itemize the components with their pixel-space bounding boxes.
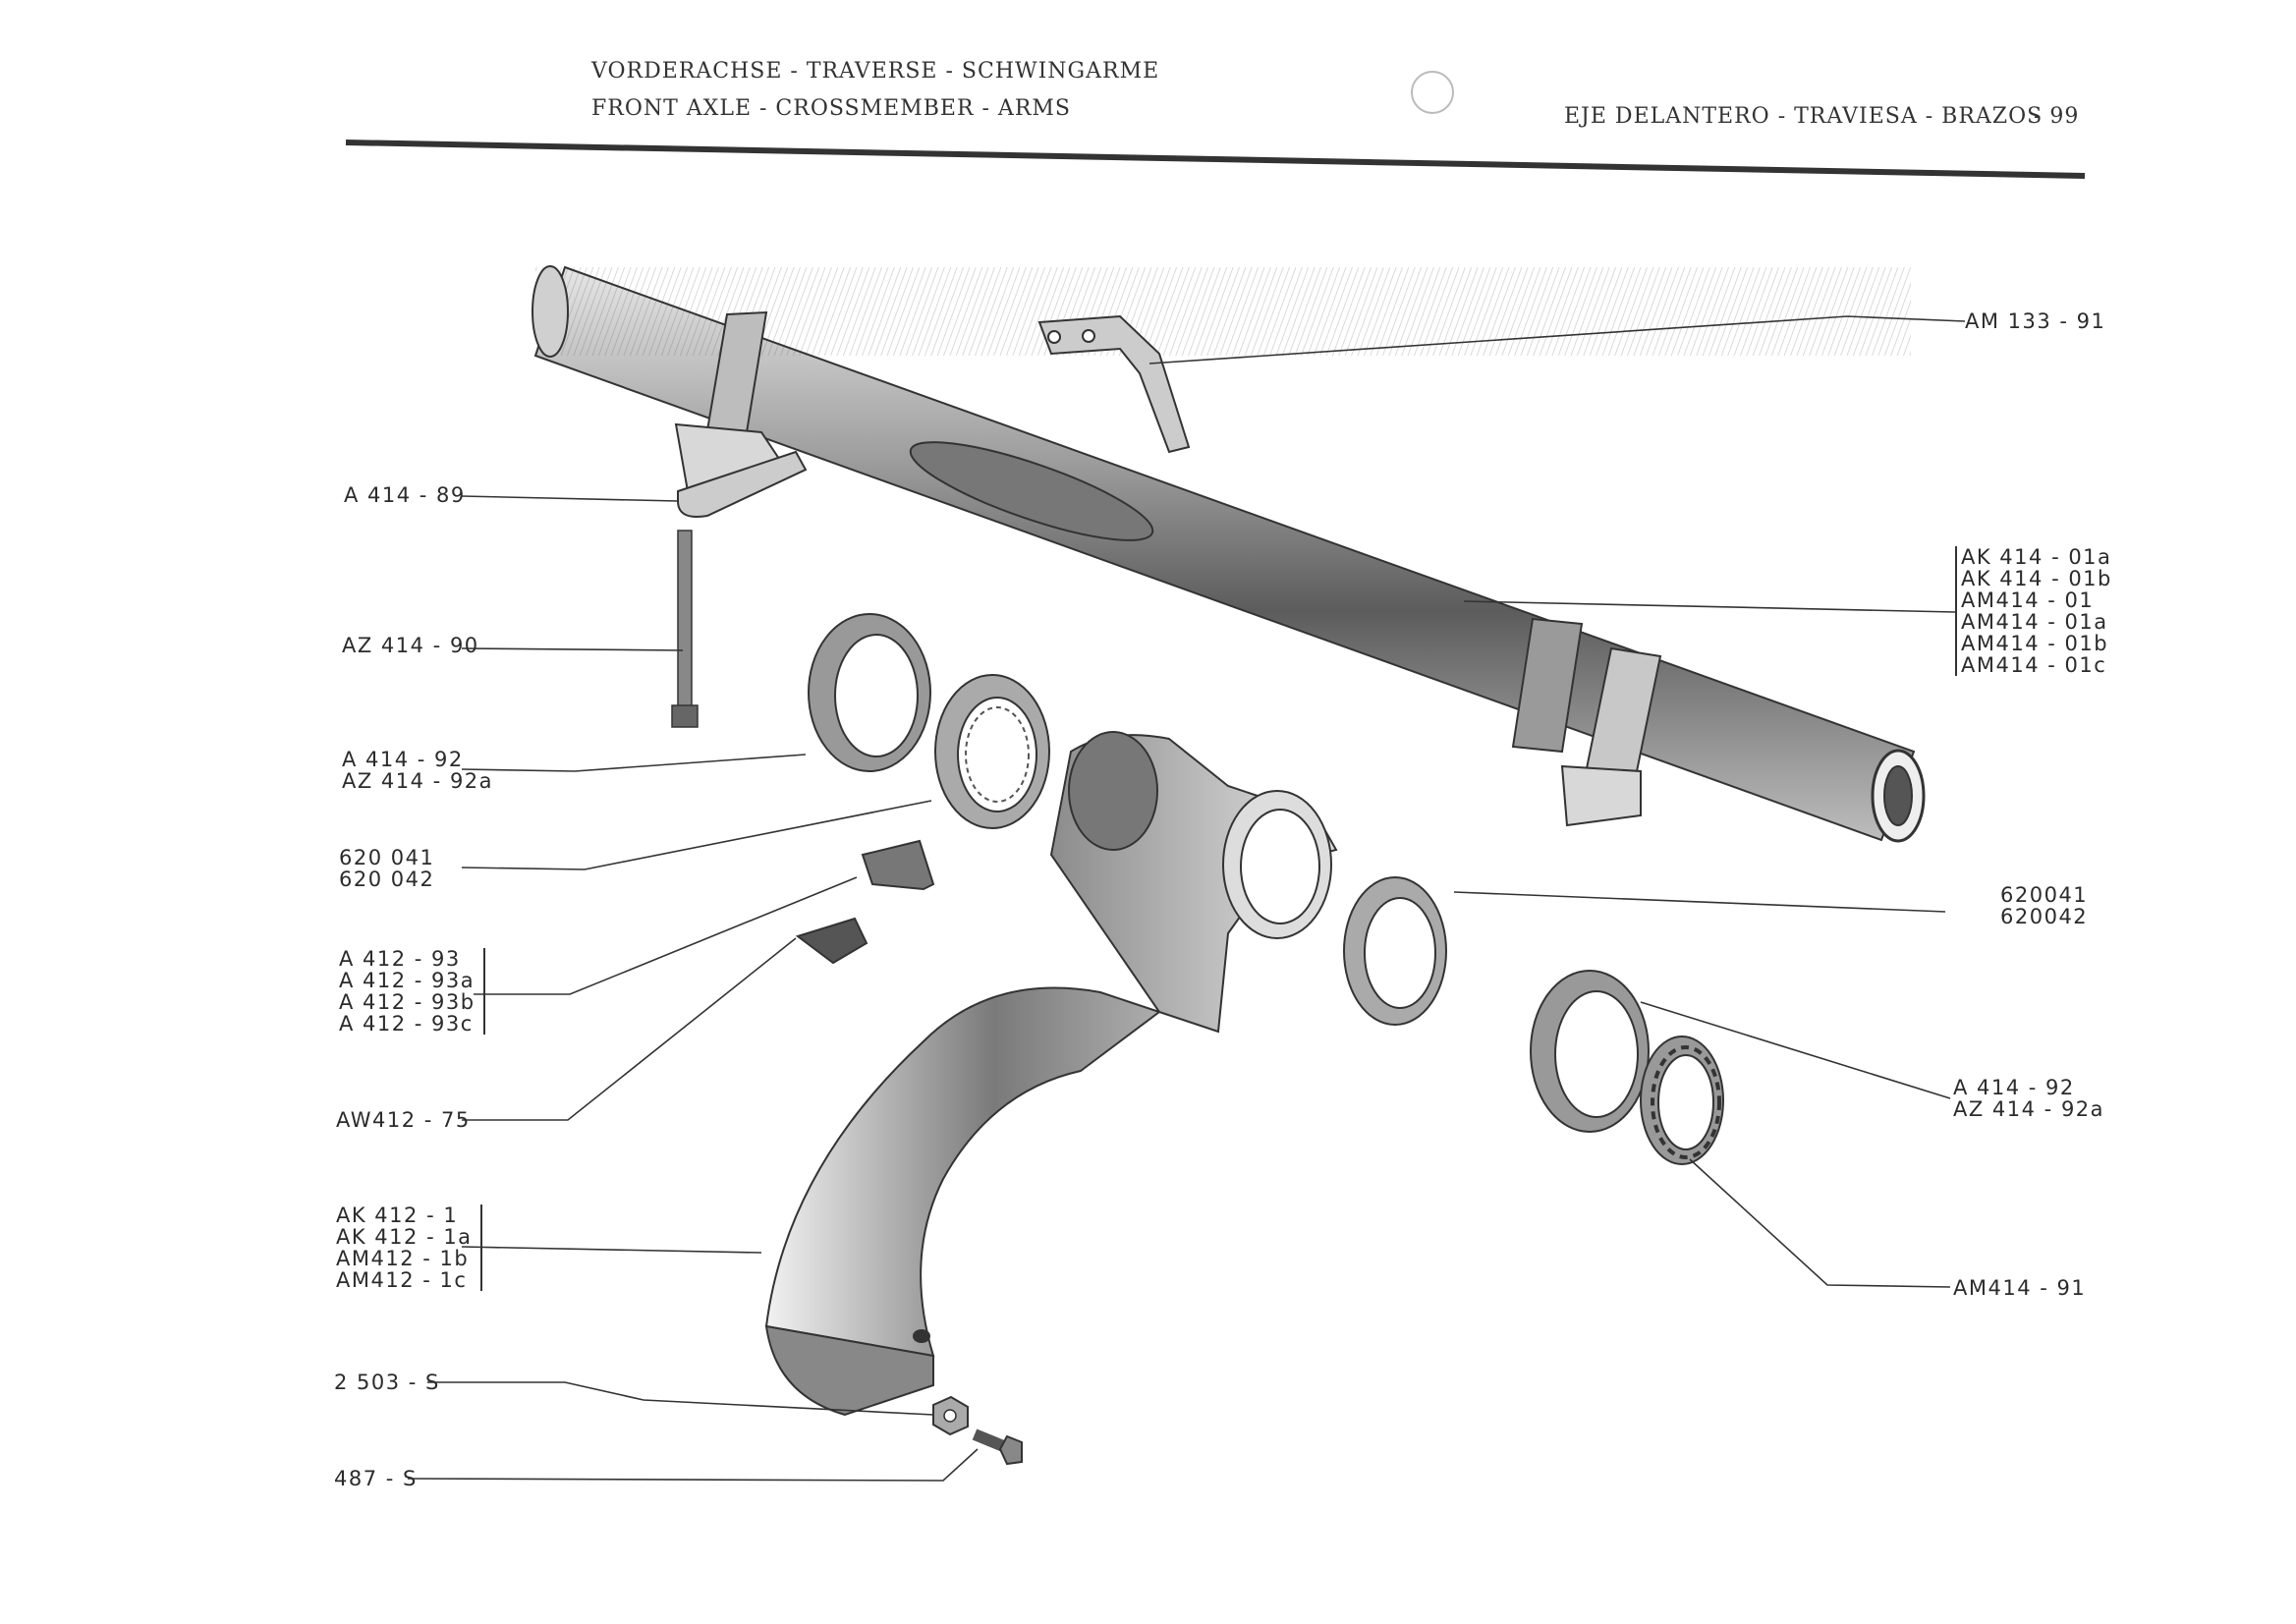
lever-bracket — [1037, 314, 1191, 454]
label-line: 620 041 — [339, 846, 435, 869]
long-bolt — [671, 530, 699, 728]
label-line: AM412 - 1c — [336, 1268, 468, 1292]
label-bearing-right: 620041 620042 — [2000, 884, 2088, 927]
label-line: AK 412 - 1a — [336, 1225, 473, 1249]
small-bolt — [972, 1428, 1023, 1466]
label-am414-91: AM414 - 91 — [1953, 1276, 2087, 1300]
label-am133-91: AM 133 - 91 — [1965, 309, 2106, 333]
label-line: AK 414 - 01b — [1961, 567, 2112, 590]
crossmember-tube — [532, 265, 1926, 843]
label-a414-92-left: A 414 - 92 AZ 414 - 92a — [342, 749, 493, 792]
swing-arm — [764, 731, 1338, 1417]
leader-lines — [407, 315, 1966, 1482]
label-line: AK 412 - 1 — [336, 1204, 459, 1227]
label-line: AM414 - 01a — [1961, 610, 2108, 634]
label-line: 620 042 — [339, 868, 435, 891]
header-title-de: VORDERACHSE - TRAVERSE - SCHWINGARME — [591, 59, 1160, 84]
punch-hole — [1411, 71, 1454, 114]
seal-ring-right — [1530, 970, 1650, 1133]
seal-ring-left — [808, 613, 931, 772]
page-number: - 99 — [2034, 104, 2080, 129]
hex-nut — [932, 1395, 969, 1436]
label-line: A 412 - 93 — [339, 947, 461, 971]
label-a414-92-right: A 414 - 92 AZ 414 - 92a — [1953, 1077, 2104, 1120]
header-title-es: EJE DELANTERO - TRAVIESA - BRAZOS — [1564, 104, 2044, 129]
label-a412-93: A 412 - 93 A 412 - 93a A 412 - 93b A 412… — [339, 948, 485, 1035]
label-line: A 412 - 93c — [339, 1012, 474, 1036]
label-line: AK 414 - 01a — [1961, 545, 2112, 569]
label-aw412-75: AW412 - 75 — [336, 1108, 471, 1132]
label-line: AM414 - 01c — [1961, 653, 2107, 677]
diamond-plate — [795, 917, 868, 965]
bearing-right — [1343, 876, 1447, 1026]
label-line: 620042 — [2000, 905, 2089, 928]
label-line: AZ 414 - 92a — [342, 769, 494, 793]
label-bearing-left: 620 041 620 042 — [339, 847, 434, 890]
label-crossmember: AK 414 - 01a AK 414 - 01b AM414 - 01 AM4… — [1955, 546, 2112, 676]
plate-part — [677, 450, 808, 518]
label-487-s: 487 - S — [334, 1467, 418, 1490]
label-2503-s: 2 503 - S — [334, 1371, 440, 1394]
header-title-en: FRONT AXLE - CROSSMEMBER - ARMS — [591, 96, 1071, 121]
header-rule — [345, 140, 2086, 179]
label-line: 620041 — [2000, 883, 2089, 907]
castle-nut — [1640, 1036, 1724, 1165]
label-line: AM414 - 01b — [1961, 632, 2109, 655]
label-az414-90: AZ 414 - 90 — [342, 634, 479, 657]
label-line: AM414 - 01 — [1961, 588, 2095, 612]
label-line: A 412 - 93a — [339, 969, 476, 992]
wedge-block — [861, 839, 935, 891]
label-line: A 414 - 92 — [1953, 1076, 2075, 1099]
label-line: AM412 - 1b — [336, 1247, 470, 1270]
label-swing-arm: AK 412 - 1 AK 412 - 1a AM412 - 1b AM412 … — [336, 1204, 482, 1291]
label-line: AZ 414 - 92a — [1953, 1097, 2105, 1121]
label-a414-89: A 414 - 89 — [344, 483, 466, 507]
label-line: A 414 - 92 — [342, 748, 464, 771]
label-line: A 412 - 93b — [339, 990, 476, 1014]
bearing-left — [934, 674, 1050, 829]
